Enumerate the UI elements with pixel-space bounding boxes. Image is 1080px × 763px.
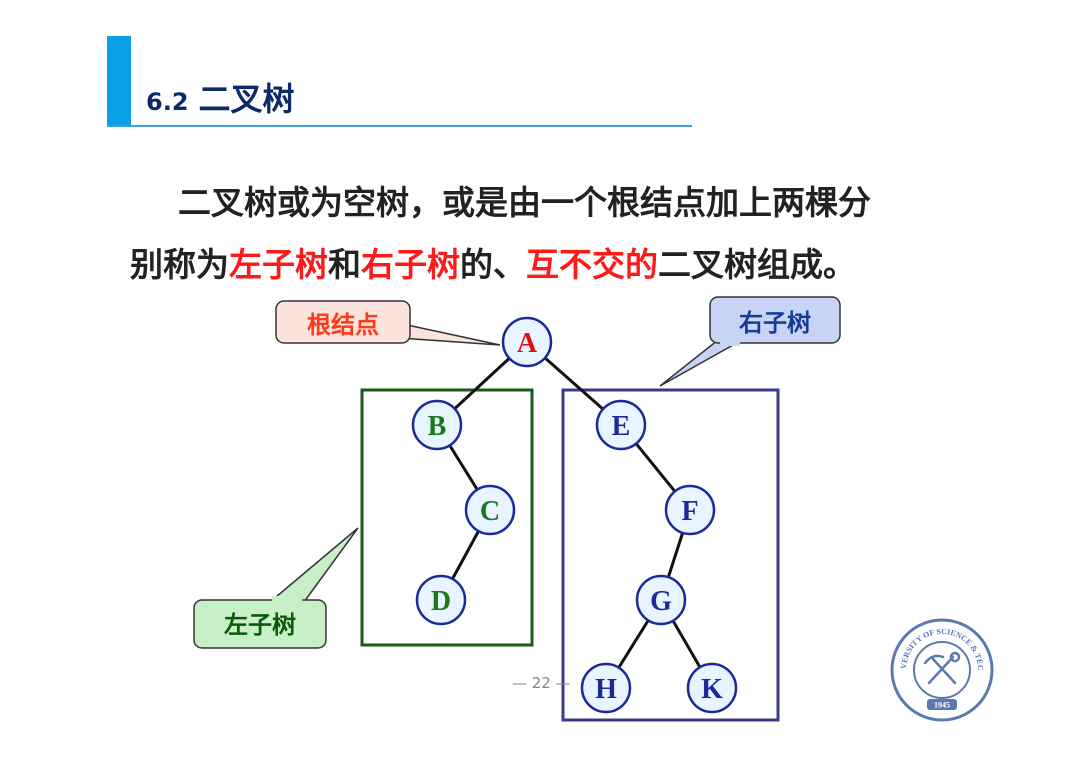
title-text: 二叉树 bbox=[198, 80, 295, 118]
text-segment: 二叉树组成。 bbox=[658, 245, 856, 284]
node-label: F bbox=[681, 496, 698, 527]
tree-node-h: H bbox=[580, 662, 632, 714]
callout-right-box bbox=[709, 296, 841, 344]
right-subtree-box bbox=[561, 388, 780, 722]
title-accent-bar bbox=[107, 36, 131, 126]
left-subtree-box bbox=[360, 388, 534, 647]
seal-year-band bbox=[927, 699, 957, 710]
node-label: G bbox=[650, 586, 672, 617]
seal-emblem bbox=[923, 651, 961, 685]
title-underline bbox=[107, 125, 692, 127]
page-number: — 22 — bbox=[512, 674, 571, 692]
node-label: E bbox=[612, 411, 631, 442]
callout-right-joint bbox=[720, 336, 740, 346]
node-circle bbox=[464, 484, 516, 536]
callout-right-pointer bbox=[659, 339, 745, 387]
node-circle bbox=[595, 399, 647, 451]
definition-paragraph: 二叉树或为空树，或是由一个根结点加上两棵分 别称为左子树和右子树的、互不交的二叉… bbox=[130, 172, 960, 296]
slide-title: 6.2 二叉树 bbox=[146, 74, 295, 120]
highlight-disjoint: 互不交的 bbox=[526, 245, 658, 284]
node-label: D bbox=[431, 586, 451, 617]
tree-node-f: F bbox=[664, 484, 716, 536]
text-segment: 的、 bbox=[460, 245, 526, 284]
tree-node-k: K bbox=[686, 662, 738, 714]
tree-node-g: G bbox=[635, 574, 687, 626]
callout-left-pointer bbox=[267, 527, 359, 603]
callout-right: 右子树 bbox=[659, 296, 841, 387]
tree-node-d: D bbox=[415, 574, 467, 626]
section-number: 6.2 bbox=[146, 88, 189, 116]
tree-node-c: C bbox=[464, 484, 516, 536]
node-label: B bbox=[428, 411, 447, 442]
callout-left: 左子树 bbox=[193, 527, 359, 649]
callout-left-joint bbox=[272, 596, 302, 606]
university-seal-icon: ANHUI UNIVERSITY OF SCIENCE & TECHNOLOGY… bbox=[889, 617, 994, 722]
node-label: C bbox=[480, 496, 500, 527]
callout-root-label: 根结点 bbox=[307, 311, 379, 339]
node-label: H bbox=[595, 674, 617, 705]
text-segment: 和 bbox=[328, 245, 361, 284]
callout-root-joint bbox=[383, 322, 403, 336]
node-circle bbox=[664, 484, 716, 536]
node-circle bbox=[415, 574, 467, 626]
paragraph-line-2: 别称为左子树和右子树的、互不交的二叉树组成。 bbox=[130, 234, 960, 296]
tree-node-b: B bbox=[411, 399, 463, 451]
callout-root: 根结点 bbox=[275, 300, 501, 346]
text-segment: 别称为 bbox=[130, 245, 229, 284]
node-label: K bbox=[701, 674, 723, 705]
tree-node-a: A bbox=[501, 316, 553, 368]
paragraph-line-1: 二叉树或为空树，或是由一个根结点加上两棵分 bbox=[178, 183, 871, 222]
highlight-right-subtree: 右子树 bbox=[361, 245, 460, 284]
seal-year: 1945 bbox=[934, 701, 950, 710]
node-circle bbox=[580, 662, 632, 714]
callout-root-box bbox=[275, 300, 411, 344]
node-circle bbox=[635, 574, 687, 626]
node-circle bbox=[501, 316, 553, 368]
highlight-left-subtree: 左子树 bbox=[229, 245, 328, 284]
tree-node-e: E bbox=[595, 399, 647, 451]
callout-left-label: 左子树 bbox=[224, 611, 296, 639]
seal-inner-ring bbox=[913, 641, 971, 699]
node-label: A bbox=[517, 328, 538, 359]
node-circle bbox=[686, 662, 738, 714]
node-circle bbox=[411, 399, 463, 451]
callout-right-label: 右子树 bbox=[739, 309, 811, 337]
callout-left-box bbox=[193, 599, 327, 649]
